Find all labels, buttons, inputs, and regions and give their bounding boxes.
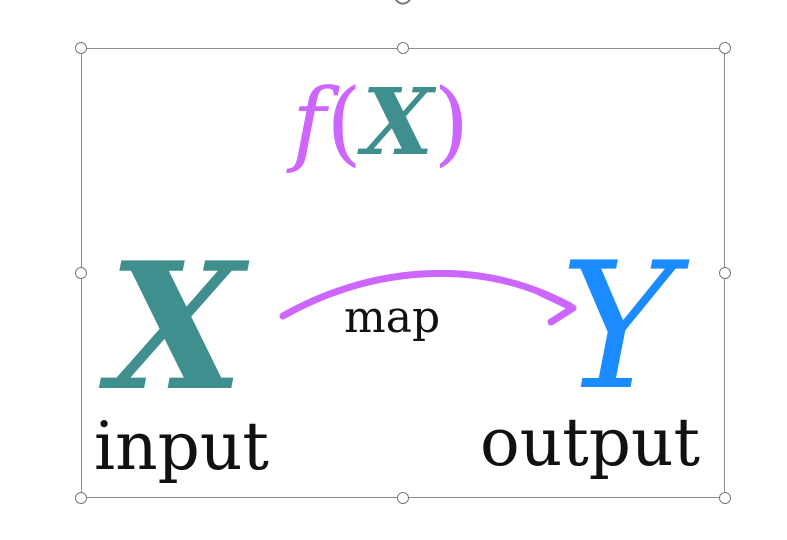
rotate-handle-icon[interactable] bbox=[390, 0, 416, 12]
resize-handle-top-right[interactable] bbox=[719, 42, 731, 54]
resize-handle-top-center[interactable] bbox=[397, 42, 409, 54]
map-label: map bbox=[344, 292, 441, 343]
output-symbol: Y bbox=[560, 226, 676, 429]
resize-handle-bottom-right[interactable] bbox=[719, 492, 731, 504]
resize-handle-top-left[interactable] bbox=[75, 42, 87, 54]
resize-handle-bottom-center[interactable] bbox=[397, 492, 409, 504]
input-symbol: X bbox=[108, 225, 244, 430]
output-label: output bbox=[480, 404, 701, 481]
resize-handle-middle-left[interactable] bbox=[75, 267, 87, 279]
input-label: input bbox=[94, 408, 269, 485]
function-name: f bbox=[292, 69, 327, 176]
open-paren: ( bbox=[326, 69, 362, 176]
resize-handle-bottom-left[interactable] bbox=[75, 492, 87, 504]
selection-frame[interactable] bbox=[81, 48, 725, 498]
close-paren: ) bbox=[433, 69, 470, 176]
function-formula: f(X) bbox=[292, 62, 522, 182]
function-argument: X bbox=[361, 68, 434, 176]
resize-handle-middle-right[interactable] bbox=[719, 267, 731, 279]
